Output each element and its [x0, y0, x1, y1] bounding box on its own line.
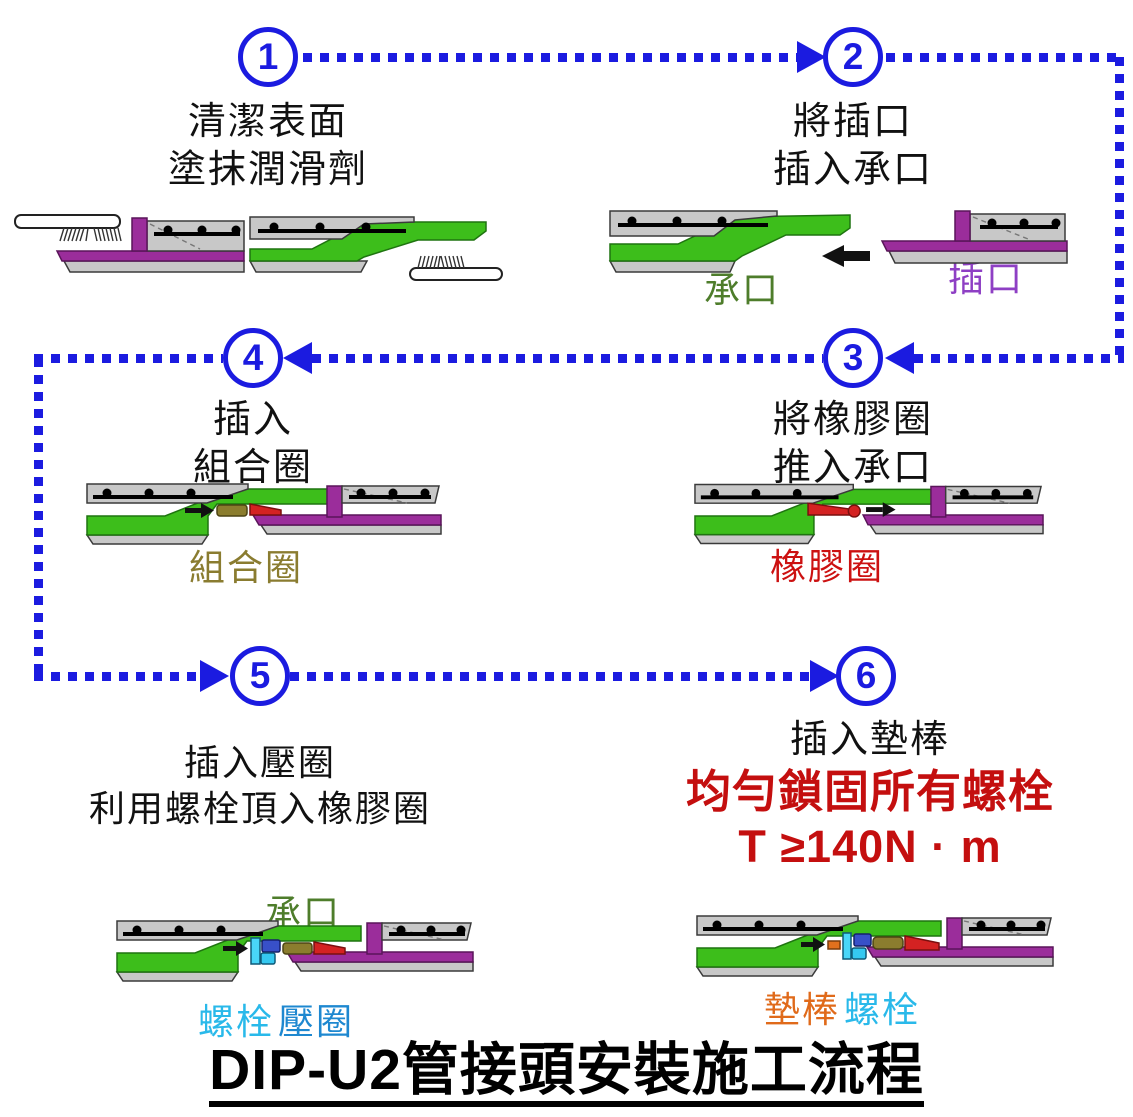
step6-torque-warning: 均勻鎖固所有螺栓 T ≥140N · m: [635, 765, 1105, 875]
push-direction-arrow: [223, 941, 248, 956]
rubber-ring: [249, 503, 282, 516]
step5-illustration: [115, 920, 474, 982]
bolt: [842, 932, 867, 960]
step5-press-ring-label: 壓圈: [277, 1001, 354, 1042]
flow-line-after-4: [34, 354, 223, 363]
flow-line-after-2: [886, 53, 1124, 62]
step4-combo-ring-label: 組合圈: [188, 547, 303, 588]
step4-number: 4: [242, 337, 264, 378]
socket-pipe: [608, 210, 851, 273]
flow-line-left-vertical: [34, 358, 43, 672]
spigot-pipe: [55, 217, 245, 273]
step3-circle: 3: [823, 328, 883, 388]
step3-title: 將橡膠圈 推入承口: [653, 396, 1053, 493]
step2-spigot-label: 插口: [947, 258, 1024, 299]
push-direction-arrow: [866, 502, 896, 517]
arrowhead-into-step4: [283, 342, 312, 374]
combo-ring: [216, 504, 248, 517]
press-ring: [261, 939, 281, 953]
step5-title-line2: 利用螺栓頂入橡膠圈: [88, 787, 431, 829]
step5-bolt-label: 螺栓: [197, 1001, 274, 1042]
step6-title-line1: 插入墊棒: [789, 719, 950, 761]
push-direction-arrow: [185, 503, 214, 518]
step1-title: 清潔表面 塗抹潤滑劑: [68, 98, 468, 195]
arrowhead-into-step3: [885, 342, 914, 374]
arrowhead-into-step2: [797, 41, 826, 73]
step6-pad-bar-label: 墊棒: [763, 989, 840, 1030]
step4-circle: 4: [223, 328, 283, 388]
step6-illustration: [695, 915, 1054, 977]
step5-circle: 5: [230, 646, 290, 706]
step4-title-line2: 組合圈: [192, 447, 313, 490]
flow-line-into-3: [914, 354, 1124, 363]
step1-title-line1: 清潔表面: [187, 101, 348, 143]
step6-bolt-label: 螺栓: [843, 989, 920, 1030]
step2-number: 2: [842, 36, 864, 77]
bolt: [250, 937, 276, 965]
step3-rubber-ring-label: 橡膠圈: [769, 546, 884, 587]
step1-illustration: [14, 214, 503, 281]
brush-icon: [409, 255, 503, 281]
flow-line-1-to-2: [303, 53, 797, 62]
step4-illustration: [85, 483, 442, 545]
step3-title-line1: 將橡膠圈: [772, 399, 933, 441]
brush-icon: [14, 214, 122, 242]
step3-number: 3: [842, 337, 864, 378]
step6-circle: 6: [836, 646, 896, 706]
flow-line-5-to-6: [290, 672, 810, 681]
step5-title: 插入壓圈 利用螺栓頂入橡膠圈: [30, 740, 490, 831]
diagram-title: DIP-U2管接頭安裝施工流程: [0, 1042, 1133, 1107]
flow-line-into-5: [34, 672, 200, 681]
spigot-pipe: [861, 485, 1044, 535]
press-ring: [853, 933, 872, 947]
step6-title: 插入墊棒: [650, 716, 1090, 764]
push-direction-arrow: [801, 937, 825, 952]
step3-title-line2: 推入承口: [772, 447, 933, 490]
rubber-ring: [313, 941, 346, 955]
spigot-pipe: [251, 485, 442, 535]
step5-title-line1: 插入壓圈: [183, 742, 336, 783]
socket-pipe: [85, 483, 332, 545]
insert-direction-arrow: [822, 245, 870, 267]
step2-title: 將插口 插入承口: [653, 98, 1053, 195]
warning-line2: T ≥140N · m: [738, 820, 1002, 872]
step1-circle: 1: [238, 27, 298, 87]
step2-socket-label: 承口: [703, 269, 780, 310]
pad-bar: [827, 940, 841, 950]
step5-number: 5: [249, 655, 271, 696]
spigot-pipe: [880, 210, 1068, 264]
diagram-title-text: DIP-U2管接頭安裝施工流程: [209, 1042, 924, 1107]
step1-title-line2: 塗抹潤滑劑: [167, 149, 368, 192]
arrowhead-into-step6: [810, 660, 839, 692]
flow-line-3-to-4: [312, 354, 823, 363]
step3-illustration: [693, 483, 1044, 545]
step4-title: 插入 組合圈: [53, 396, 453, 493]
step6-number: 6: [855, 655, 877, 696]
step2-circle: 2: [823, 27, 883, 87]
socket-pipe: [248, 216, 487, 273]
warning-line1: 均勻鎖固所有螺栓: [685, 766, 1054, 817]
step2-title-line1: 將插口: [792, 101, 913, 143]
step2-title-line2: 插入承口: [772, 149, 933, 192]
combo-ring: [872, 936, 904, 950]
step2-illustration: [608, 210, 1068, 273]
rubber-ring: [904, 935, 940, 951]
arrowhead-into-step5: [200, 660, 229, 692]
rubber-ring: [807, 502, 861, 518]
combo-ring: [282, 942, 313, 955]
spigot-pipe: [285, 922, 474, 972]
step1-number: 1: [257, 36, 279, 77]
flow-line-right-vertical: [1115, 57, 1124, 363]
step4-title-line1: 插入: [212, 399, 293, 441]
